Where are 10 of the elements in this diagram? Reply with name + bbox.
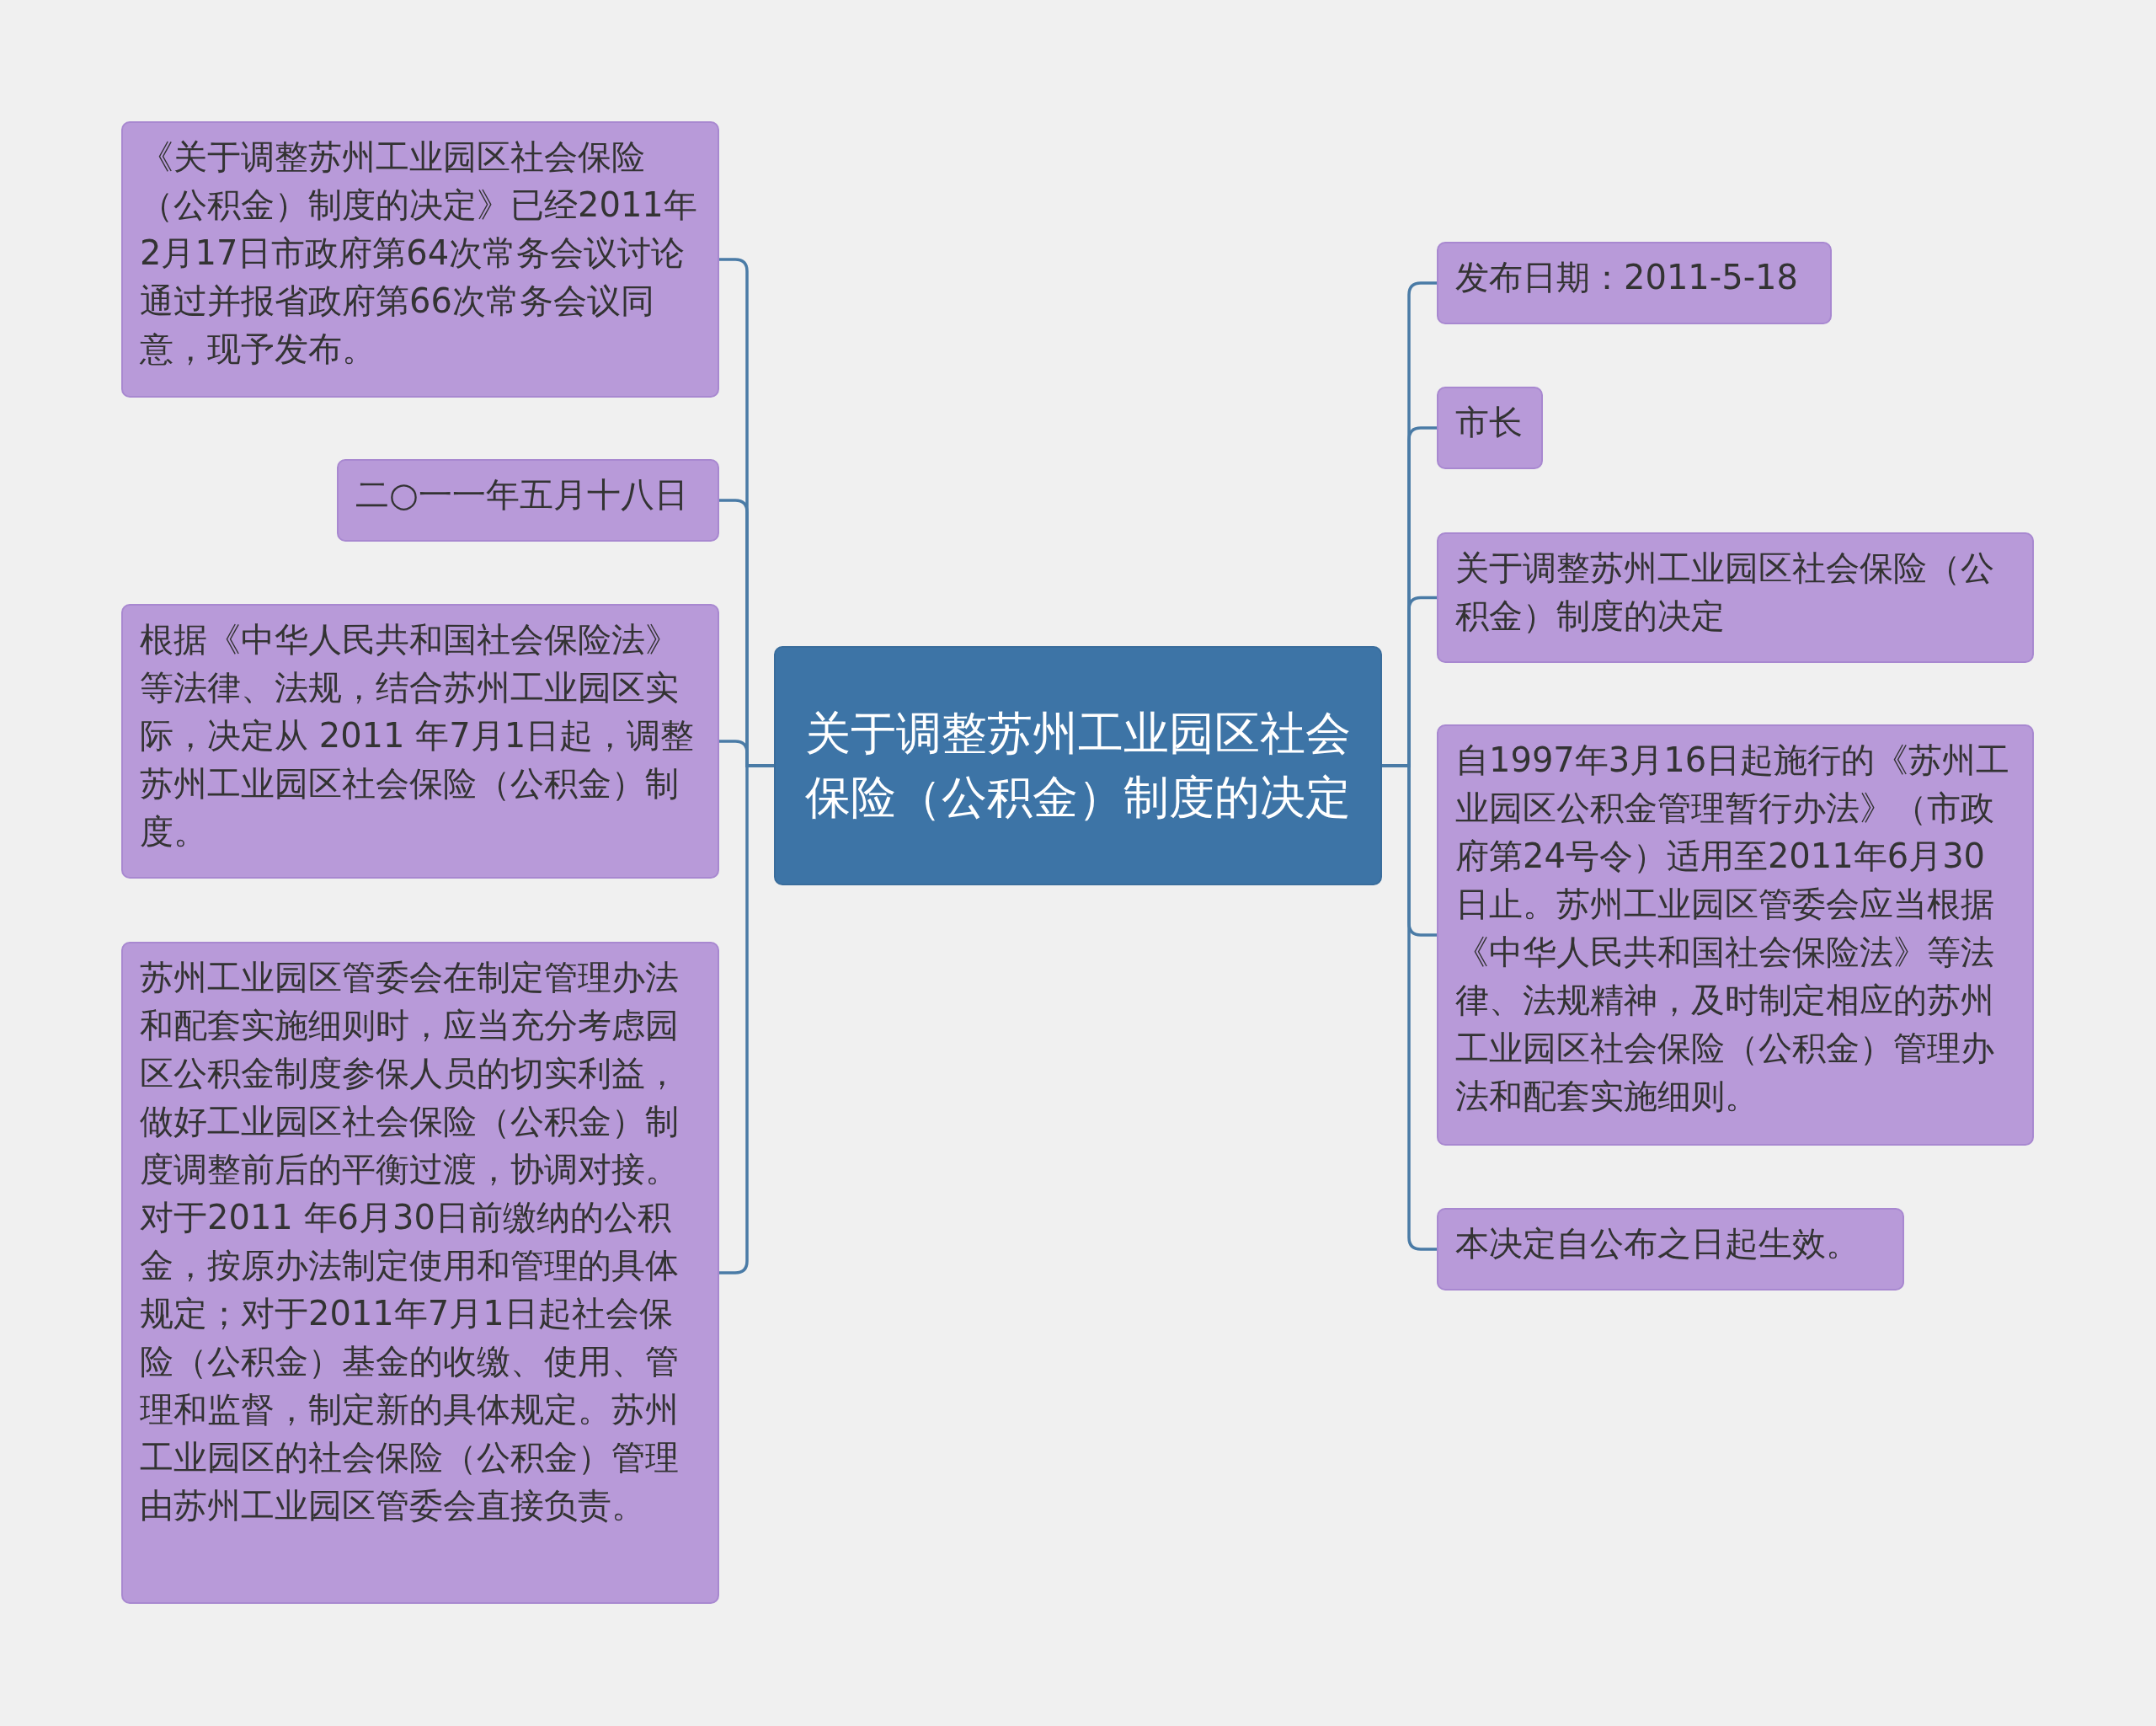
topic-box: 《关于调整苏州工业园区社会保险（公积金）制度的决定》已经2011年2月17日市政府第64次常务会议讨论通过并报省政府第66次常务会议同意，现予发布。	[121, 121, 719, 398]
topic-box: 市长	[1437, 387, 1543, 469]
topic-box: 发布日期：2011-5-18	[1437, 242, 1832, 324]
topic-box: 苏州工业园区管委会在制定管理办法和配套实施细则时，应当充分考虑园区公积金制度参保人员的切实利益，做好工业园区社会保险（公积金）制度调整前后的平衡过渡，协调对接。对于2011 年6月30日前缴纳的公积金，按原办法制定使用和管理的具体规定；对于2011年7月1日起社会保险（公积金）基金的收缴、使用、管理和监督，制定新的具体规定。苏州工业园区的社会保险（公积金）管理由苏州工业园区管委会直接负责。	[121, 942, 719, 1604]
topic-box: 本决定自公布之日起生效。	[1437, 1208, 1904, 1290]
topic-box: 根据《中华人民共和国社会保险法》等法律、法规，结合苏州工业园区实际，决定从 2011 年7月1日起，调整苏州工业园区社会保险（公积金）制度。	[121, 604, 719, 879]
topic-box: 自1997年3月16日起施行的《苏州工业园区公积金管理暂行办法》（市政府第24号令）适用至2011年6月30日止。苏州工业园区管委会应当根据《中华人民共和国社会保险法》等法律、法规精神，及时制定相应的苏州工业园区社会保险（公积金）管理办法和配套实施细则。	[1437, 724, 2034, 1146]
root-topic-box: 关于调整苏州工业园区社会保险（公积金）制度的决定	[774, 646, 1382, 885]
topic-box: 二○一一年五月十八日	[337, 459, 719, 542]
topic-box: 关于调整苏州工业园区社会保险（公积金）制度的决定	[1437, 532, 2034, 663]
